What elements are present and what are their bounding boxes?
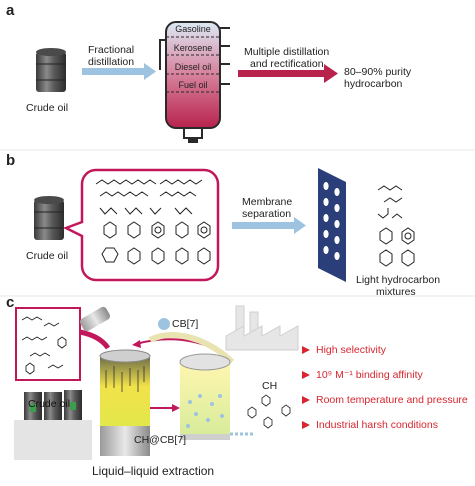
fraction-gasoline: Gasoline bbox=[175, 24, 211, 34]
arrow-membrane-separation bbox=[232, 217, 306, 234]
crude-oil-barrel-a bbox=[36, 48, 66, 92]
cb7-host-molecule bbox=[158, 318, 170, 330]
feature-arrows bbox=[302, 346, 310, 429]
fraction-diesel-oil: Diesel oil bbox=[174, 62, 212, 72]
hydrocarbon-mixture-bubble bbox=[62, 168, 220, 282]
panel-c-label: c bbox=[6, 294, 15, 311]
light-hydrocarbon-line2: mixtures bbox=[376, 286, 416, 298]
cb7-label: CB[7] bbox=[172, 318, 199, 330]
multiple-distillation-line1: Multiple distillation bbox=[244, 46, 330, 58]
extraction-tank-right bbox=[179, 353, 254, 440]
feature-room-temperature: Room temperature and pressure bbox=[316, 394, 468, 406]
extraction-tank-left bbox=[99, 349, 151, 456]
purity-result-line1: 80–90% purity bbox=[344, 66, 412, 78]
fraction-fuel-oil: Fuel oil bbox=[178, 80, 208, 90]
feature-binding-affinity: 10⁹ M⁻¹ binding affinity bbox=[316, 369, 423, 381]
panel-b-label: b bbox=[6, 152, 16, 169]
transfer-pipe bbox=[148, 332, 235, 412]
process-label: Liquid–liquid extraction bbox=[92, 464, 215, 478]
crude-oil-label-c: Crude oil bbox=[28, 398, 71, 410]
fractional-distillation-line1: Fractional bbox=[88, 44, 135, 56]
factory-background bbox=[225, 305, 299, 351]
multiple-distillation-line2: and rectification bbox=[250, 58, 324, 70]
crude-oil-barrel-group-c bbox=[14, 390, 92, 460]
light-hydrocarbon-structures bbox=[377, 185, 415, 267]
fraction-kerosene: Kerosene bbox=[173, 43, 213, 53]
feature-high-selectivity: High selectivity bbox=[316, 344, 387, 356]
separation-membrane bbox=[318, 168, 346, 282]
membrane-separation-line1: Membrane bbox=[242, 196, 293, 208]
cyclohexane-guests bbox=[247, 394, 291, 429]
crude-oil-inset bbox=[15, 307, 111, 381]
crude-oil-barrel-b bbox=[34, 196, 64, 240]
arrow-multiple-distillation bbox=[238, 64, 338, 83]
light-hydrocarbon-line1: Light hydrocarbon bbox=[356, 274, 441, 286]
purity-result-line2: hydrocarbon bbox=[344, 78, 403, 90]
fractional-distillation-line2: distillation bbox=[88, 56, 135, 68]
feature-industrial-conditions: Industrial harsh conditions bbox=[316, 419, 438, 431]
pouring-cylinder bbox=[79, 306, 111, 332]
guest-label: CH bbox=[262, 380, 278, 392]
panel-a-label: a bbox=[6, 2, 15, 19]
crude-oil-label-a: Crude oil bbox=[26, 102, 69, 114]
membrane-separation-line2: separation bbox=[242, 208, 292, 220]
crude-oil-label-b: Crude oil bbox=[26, 250, 69, 262]
complex-label: CH@CB[7] bbox=[134, 434, 187, 446]
distillation-column bbox=[159, 21, 230, 143]
arrow-fractional-distillation bbox=[82, 63, 156, 80]
